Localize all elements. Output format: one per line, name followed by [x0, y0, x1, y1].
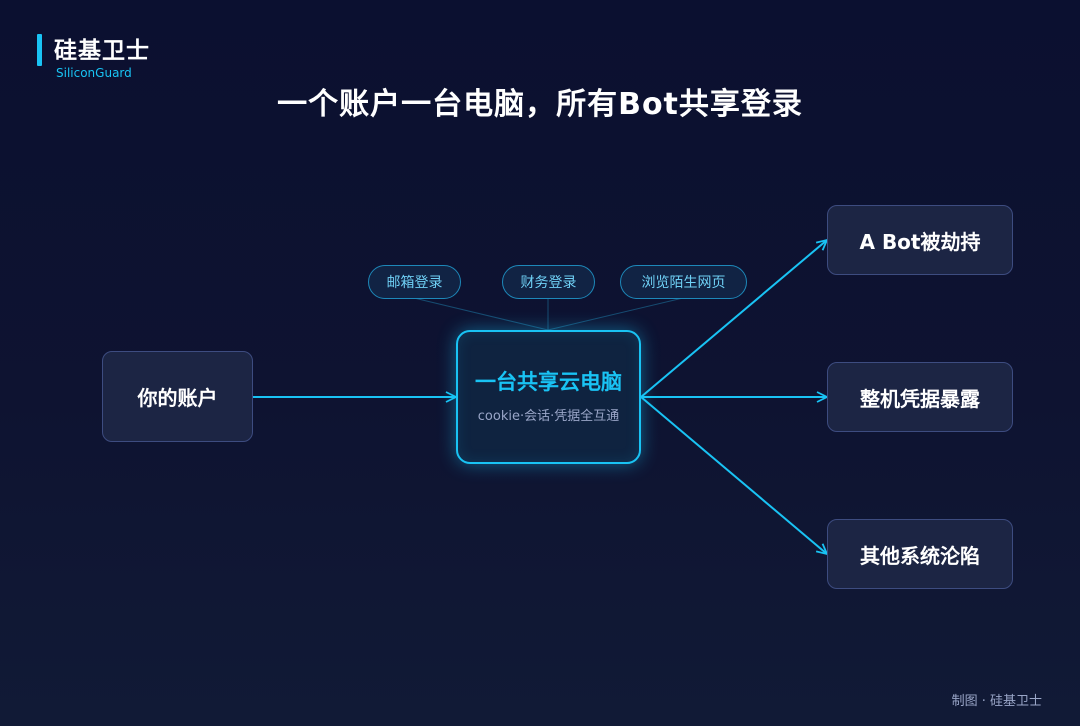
source-node-your-account: 你的账户 [102, 351, 253, 442]
arrow-computer-to-compromise [640, 396, 827, 554]
activity-pill-browse-unknown-pages: 浏览陌生网页 [620, 265, 747, 299]
brand-name: 硅基卫士 [54, 38, 150, 64]
outcome-node-credentials-exposed: 整机凭据暴露 [827, 362, 1013, 432]
connector-activity-mail [413, 297, 549, 331]
center-node-subtitle: cookie·会话·凭据全互通 [477, 409, 620, 424]
brand-subtitle: SiliconGuard [56, 66, 132, 80]
center-node-title: 一台共享云电脑 [475, 370, 622, 394]
activity-pill-mail-login: 邮箱登录 [368, 265, 461, 299]
page-title: 一个账户一台电脑，所有Bot共享登录 [277, 87, 803, 122]
activity-pill-finance-login: 财务登录 [502, 265, 595, 299]
connector-activity-browse [547, 297, 684, 331]
arrow-computer-to-hijack [640, 240, 827, 398]
credit-caption: 制图 · 硅基卫士 [951, 694, 1042, 709]
outcome-node-systems-compromised: 其他系统沦陷 [827, 519, 1013, 589]
brand-accent-bar [37, 34, 42, 66]
center-node-shared-cloud-computer: 一台共享云电脑 cookie·会话·凭据全互通 [456, 330, 641, 464]
outcome-node-bot-hijacked: A Bot被劫持 [827, 205, 1013, 275]
